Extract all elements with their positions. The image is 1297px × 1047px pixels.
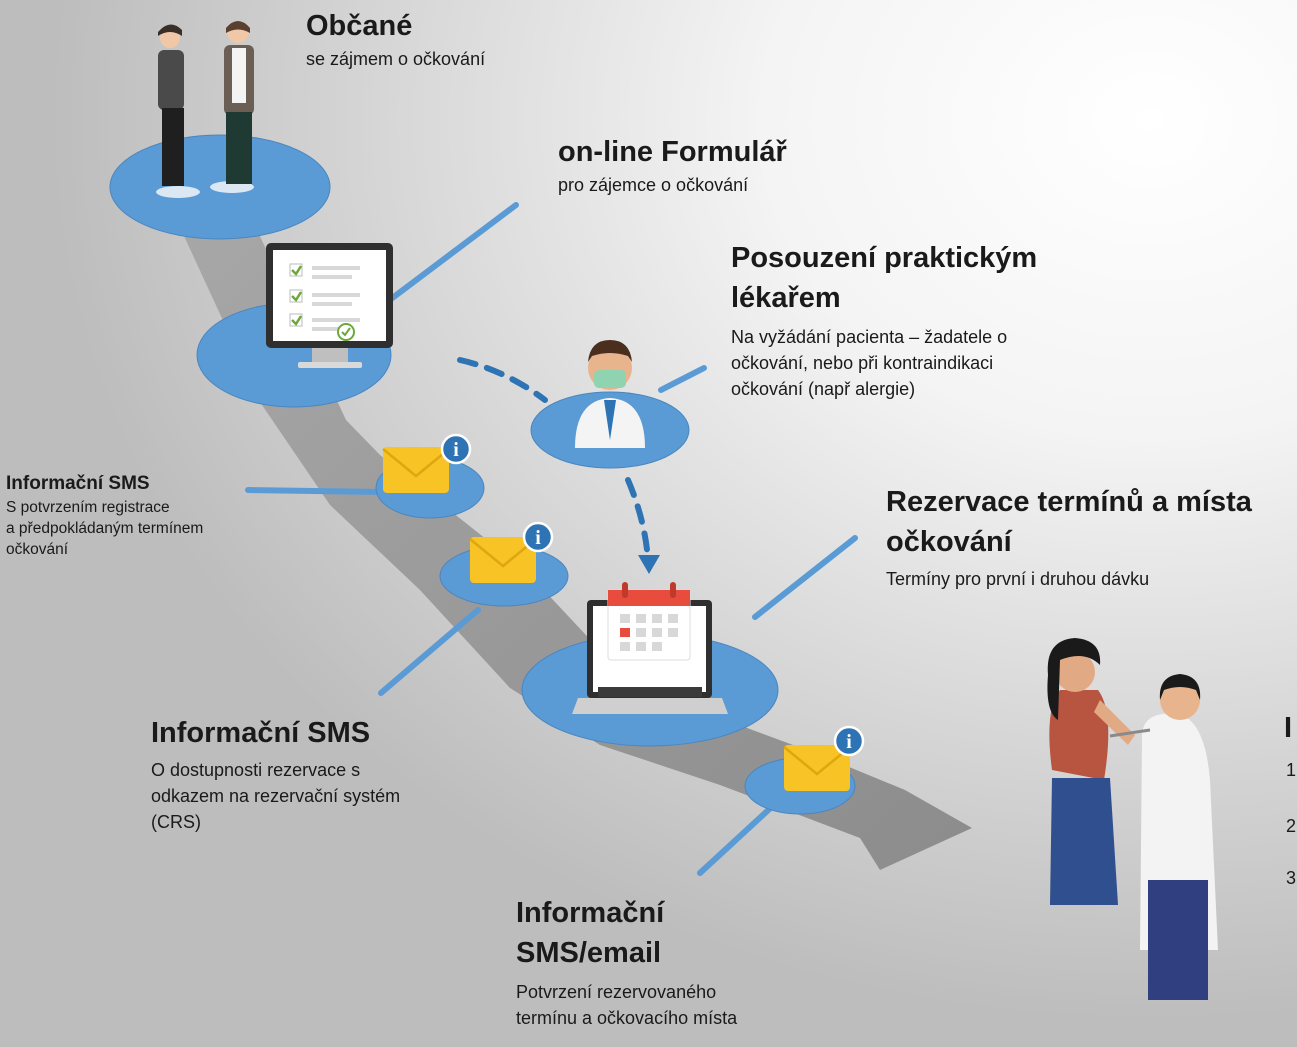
sms3-desc-line2: termínu a očkovacího místa xyxy=(516,1008,738,1028)
doctor-title-line1: Posouzení praktickým xyxy=(731,242,1038,274)
sms2-desc-line2: odkazem na rezervační systém xyxy=(151,786,401,806)
dashed-doctor-to-calendar xyxy=(625,477,651,563)
people-icon xyxy=(156,21,254,198)
reservation-title-line1: Rezervace termínů a místa xyxy=(886,486,1252,518)
vaccination-item-3: 3 xyxy=(1286,868,1297,888)
sms2-connector-line xyxy=(378,607,481,696)
connector-lines xyxy=(245,202,858,876)
dashed-form-to-doctor xyxy=(457,357,548,403)
sms1-title: Informační SMS xyxy=(6,473,150,494)
doctor-title-line2: lékařem xyxy=(731,282,841,314)
vaccination-icon xyxy=(1047,638,1218,1000)
form-title: on-line Formulář xyxy=(558,136,787,168)
dashed-arrowhead xyxy=(638,555,660,574)
form-monitor-icon xyxy=(266,243,393,368)
vaccination-title-partial: I xyxy=(1284,712,1293,744)
vaccination-item-1: 1 xyxy=(1286,760,1297,780)
sms1-connector-line xyxy=(245,487,388,495)
svg-text:i: i xyxy=(453,439,459,461)
doctor-desc-line2: očkování, nebo při kontraindikaci xyxy=(731,353,994,373)
doctor-desc-line3: očkování (např alergie) xyxy=(731,379,916,399)
sms2-desc-line1: O dostupnosti rezervace s xyxy=(151,760,361,780)
svg-text:i: i xyxy=(535,527,541,549)
sms3-title-line1: Informační xyxy=(516,897,665,929)
citizens-title: Občané xyxy=(306,10,413,42)
doctor-icon xyxy=(575,340,645,448)
sms3-desc-line1: Potvrzení rezervovaného xyxy=(516,982,717,1002)
sms2-title: Informační SMS xyxy=(151,717,371,749)
calendar-laptop-icon xyxy=(572,582,728,714)
sms3-title-line2: SMS/email xyxy=(516,937,662,969)
vaccination-item-2: 2 xyxy=(1286,816,1297,836)
doctor-desc-line1: Na vyžádání pacienta – žadatele o xyxy=(731,327,1008,347)
sms1-desc-line3: očkování xyxy=(6,541,69,558)
reservation-desc: Termíny pro první i druhou dávku xyxy=(886,569,1150,589)
reservation-title-line2: očkování xyxy=(886,526,1012,558)
envelope-info-icon: i xyxy=(783,725,865,791)
sms2-desc-line3: (CRS) xyxy=(151,812,201,832)
process-path-arrow xyxy=(172,185,972,870)
svg-text:i: i xyxy=(846,731,852,753)
form-connector-line xyxy=(384,202,519,305)
form-desc: pro zájemce o očkování xyxy=(558,175,749,195)
envelope-info-icon: i xyxy=(469,521,554,583)
envelope-info-icon: i xyxy=(382,433,472,493)
sms1-desc-line2: a předpokládaným termínem xyxy=(6,520,204,537)
reservation-connector-line xyxy=(752,535,858,620)
doctor-connector-line xyxy=(658,365,707,393)
citizens-desc: se zájmem o očkování xyxy=(306,49,486,69)
sms1-desc-line1: S potvrzením registrace xyxy=(6,499,170,516)
